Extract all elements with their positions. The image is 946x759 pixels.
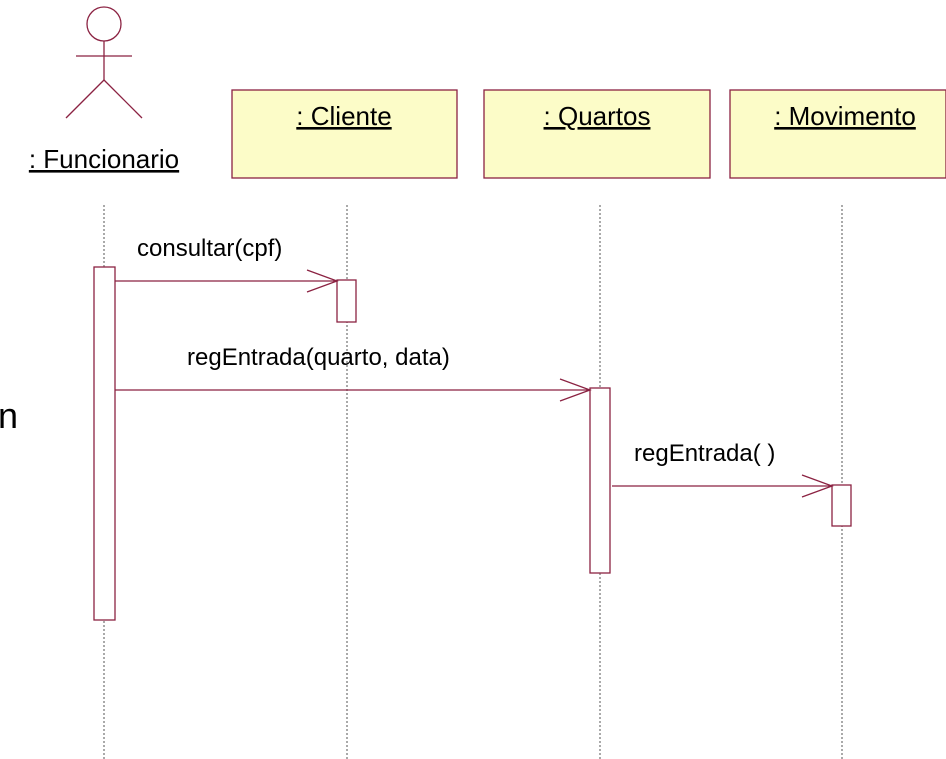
activation-movimento (831, 484, 852, 527)
object-box (483, 89, 711, 179)
activation-funcionario (93, 266, 116, 621)
arrowhead-icon (801, 474, 834, 498)
actor-head-icon (86, 6, 122, 42)
object-box (231, 89, 458, 179)
message-consultar[interactable]: consultar(cpf) (115, 235, 339, 293)
message-label-regentrada-empty: regEntrada( ) (634, 440, 775, 467)
activation-quartos (589, 387, 611, 574)
object-cliente[interactable]: : Cliente (231, 89, 458, 179)
object-movimento[interactable]: : Movimento (729, 89, 946, 179)
object-label-cliente: : Cliente (296, 101, 391, 131)
object-box (729, 89, 946, 179)
arrowhead-icon (559, 378, 592, 402)
object-label-quartos: : Quartos (544, 101, 651, 131)
message-label-regentrada: regEntrada(quarto, data) (187, 344, 450, 371)
arrowhead-icon (306, 269, 339, 293)
message-regentrada-movimento[interactable]: regEntrada( ) (612, 440, 834, 498)
message-label-consultar: consultar(cpf) (137, 235, 282, 262)
activation-cliente (336, 279, 357, 323)
side-text: n (0, 395, 18, 436)
actor-right-leg (103, 79, 143, 119)
actor-label: : Funcionario (29, 144, 179, 174)
actor-funcionario[interactable]: : Funcionario (29, 6, 179, 174)
message-regentrada-quartos[interactable]: regEntrada(quarto, data) (115, 344, 592, 402)
actor-left-leg (65, 79, 105, 119)
object-quartos[interactable]: : Quartos (483, 89, 711, 179)
object-label-movimento: : Movimento (774, 101, 916, 131)
